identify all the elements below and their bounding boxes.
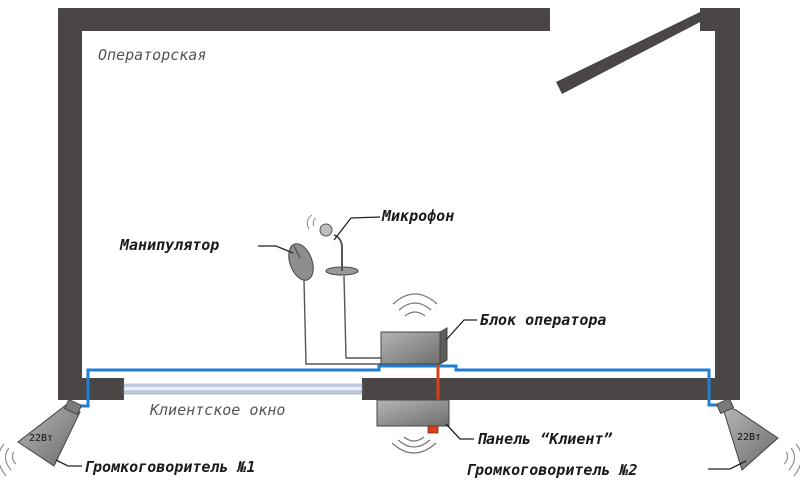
- microphone-label: Микрофон: [382, 207, 455, 225]
- leader-operator-unit: [445, 319, 477, 341]
- wall-top-left: [58, 8, 550, 31]
- microphone-icon: [306, 214, 359, 276]
- client-window-label: Клиентское окно: [150, 401, 286, 419]
- client-window-glass: [123, 383, 363, 395]
- door-leaf: [556, 12, 704, 94]
- mouse-wire: [303, 279, 381, 365]
- speaker-1-power: 22Вт: [29, 433, 54, 444]
- wall-right: [715, 8, 740, 400]
- leader-manipulator: [258, 245, 294, 254]
- leader-microphone: [333, 216, 381, 241]
- leader-lines: [55, 216, 747, 470]
- client-panel-label: Панель “Клиент”: [477, 430, 613, 448]
- manipulator-label: Манипулятор: [120, 236, 220, 254]
- microphone-wire: [343, 275, 381, 359]
- speaker-1-label: Громкоговоритель №1: [84, 458, 256, 476]
- walls: [58, 8, 740, 400]
- wall-bottom-right: [362, 378, 740, 400]
- speaker-1-icon: [0, 398, 83, 477]
- speaker-cable: [76, 364, 724, 408]
- client-panel-icon: [376, 399, 450, 454]
- leader-speaker-2: [708, 460, 747, 470]
- operator-unit-label: Блок оператора: [480, 311, 607, 329]
- leader-speaker-1: [55, 459, 82, 467]
- speaker-2-icon: [715, 397, 800, 477]
- wall-left: [58, 8, 82, 400]
- speaker-2-label: Громкоговоритель №2: [466, 461, 638, 479]
- leader-client-panel: [445, 423, 474, 440]
- speaker-2-power: 22Вт: [737, 432, 762, 443]
- wall-bottom-left-stub: [58, 378, 124, 400]
- operator-unit-icon: [380, 293, 448, 365]
- operator-room-label: Операторская: [98, 46, 207, 64]
- mouse-icon: [288, 243, 314, 281]
